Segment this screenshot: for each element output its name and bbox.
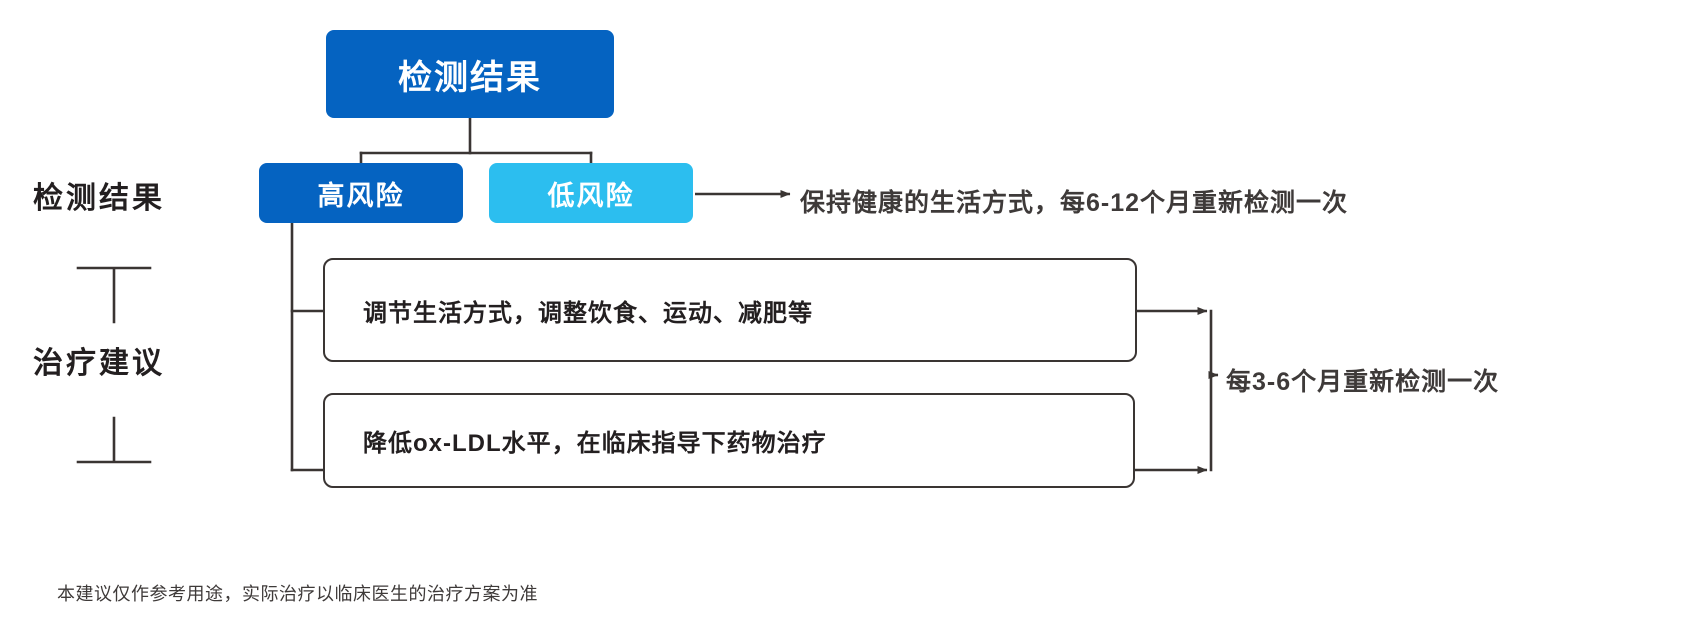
- node-advice-lifestyle[interactable]: 调节生活方式，调整饮食、运动、减肥等: [323, 258, 1137, 362]
- node-advice-lifestyle-label: 调节生活方式，调整饮食、运动、减肥等: [363, 299, 813, 327]
- node-advice-medication-label: 降低ox-LDL水平，在临床指导下药物治疗: [363, 430, 827, 457]
- divider-advice: [76, 416, 152, 464]
- section-label-treatment-advice: 治疗建议: [33, 347, 165, 380]
- node-high-risk[interactable]: 高风险: [259, 163, 463, 223]
- annotation-low-risk-followup: 保持健康的生活方式，每6-12个月重新检测一次: [800, 189, 1349, 217]
- node-test-result-root[interactable]: 检测结果: [326, 30, 614, 118]
- node-root-label: 检测结果: [398, 58, 542, 97]
- section-label-test-results: 检测结果: [33, 182, 165, 215]
- annotation-high-risk-followup: 每3-6个月重新检测一次: [1226, 368, 1500, 396]
- node-high-risk-label: 高风险: [317, 180, 405, 211]
- node-low-risk[interactable]: 低风险: [489, 163, 693, 223]
- node-advice-medication[interactable]: 降低ox-LDL水平，在临床指导下药物治疗: [323, 393, 1135, 488]
- divider-results: [76, 266, 152, 324]
- footer-disclaimer: 本建议仅作参考用途，实际治疗以临床医生的治疗方案为准: [57, 584, 538, 604]
- node-low-risk-label: 低风险: [547, 180, 635, 211]
